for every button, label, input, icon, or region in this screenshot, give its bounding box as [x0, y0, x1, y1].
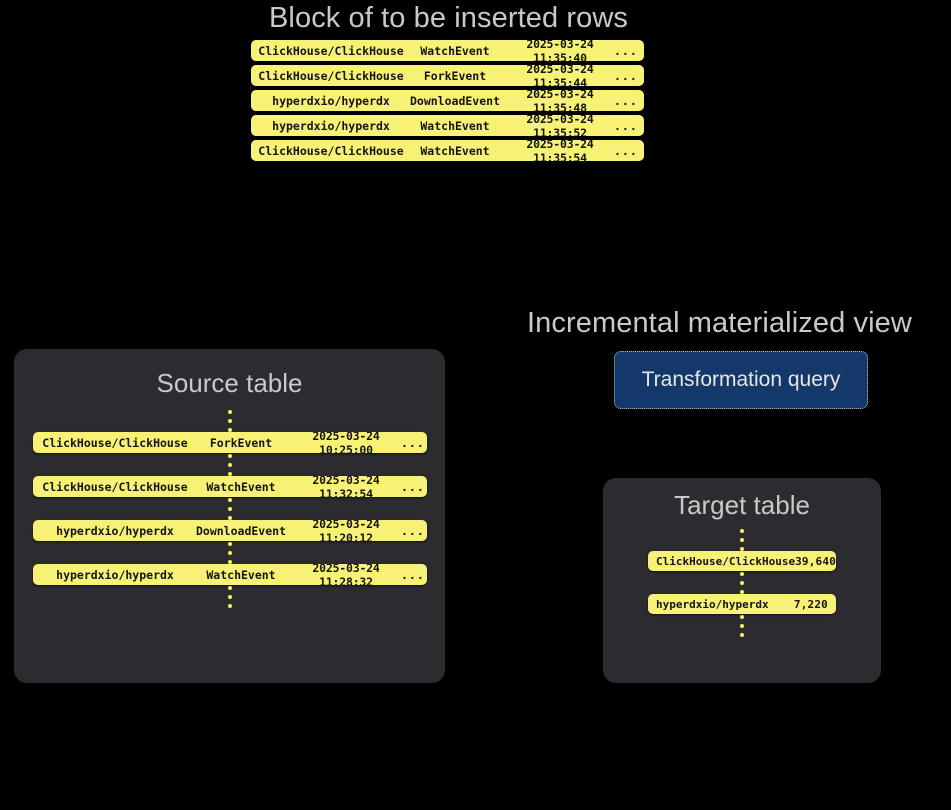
target-row-count: 39,640 [795, 554, 836, 568]
vertical-ellipsis-icon [33, 541, 427, 564]
block-row-event: WatchEvent [420, 143, 490, 158]
source-row-timestamp: 2025-03-24 11:32:54 [312, 476, 380, 497]
block-row-timestamp: 2025-03-24 11:35:48 [526, 90, 594, 111]
vertical-ellipsis-icon [33, 409, 427, 432]
block-of-rows-title: Block of to be inserted rows [268, 2, 629, 34]
block-row-4: ClickHouse/ClickHouse WatchEvent 2025-03… [251, 140, 644, 161]
source-row-repo: hyperdxio/hyperdx [56, 523, 174, 538]
block-row-timestamp: 2025-03-24 11:35:44 [526, 65, 594, 86]
target-row-0: ClickHouse/ClickHouse 39,640 [648, 551, 836, 571]
block-row-repo: hyperdxio/hyperdx [272, 93, 390, 108]
block-row-repo: hyperdxio/hyperdx [272, 118, 390, 133]
block-row-ellipsis: ... [614, 43, 638, 58]
block-row-timestamp: 2025-03-24 11:35:54 [526, 140, 594, 161]
block-row-repo: ClickHouse/ClickHouse [258, 68, 404, 83]
block-row-0: ClickHouse/ClickHouse WatchEvent 2025-03… [251, 40, 644, 61]
vertical-ellipsis-icon [33, 585, 427, 608]
source-table-rows: ClickHouse/ClickHouse ForkEvent 2025-03-… [33, 409, 427, 608]
source-row-repo: ClickHouse/ClickHouse [42, 435, 188, 450]
vertical-ellipsis-icon [648, 528, 836, 551]
source-table-panel: Source table ClickHouse/ClickHouse ForkE… [14, 349, 445, 683]
source-row-repo: ClickHouse/ClickHouse [42, 479, 188, 494]
block-row-timestamp: 2025-03-24 11:35:40 [526, 40, 594, 61]
source-row-ellipsis: ... [401, 567, 425, 582]
block-row-timestamp: 2025-03-24 11:35:52 [526, 115, 594, 136]
block-row-2: hyperdxio/hyperdx DownloadEvent 2025-03-… [251, 90, 644, 111]
block-row-ellipsis: ... [614, 68, 638, 83]
source-table-title: Source table [156, 368, 303, 398]
block-row-ellipsis: ... [614, 118, 638, 133]
source-row-timestamp: 2025-03-24 10:25:00 [312, 432, 380, 453]
incremental-materialized-view-title: Incremental materialized view [527, 307, 912, 339]
target-table-title: Target table [674, 490, 810, 520]
vertical-ellipsis-icon [648, 571, 836, 594]
source-row-timestamp: 2025-03-24 11:20:12 [312, 520, 380, 541]
target-table-rows: ClickHouse/ClickHouse 39,640 hyperdxio/h… [648, 528, 836, 637]
source-row-ellipsis: ... [401, 479, 425, 494]
block-of-rows-list: ClickHouse/ClickHouse WatchEvent 2025-03… [251, 40, 644, 165]
block-row-1: ClickHouse/ClickHouse ForkEvent 2025-03-… [251, 65, 644, 86]
block-row-ellipsis: ... [614, 143, 638, 158]
source-row-ellipsis: ... [401, 523, 425, 538]
source-row-timestamp: 2025-03-24 11:28:32 [312, 564, 380, 585]
transformation-query-box[interactable]: Transformation query [614, 351, 868, 409]
vertical-ellipsis-icon [33, 453, 427, 476]
target-row-count: 7,220 [793, 597, 828, 611]
target-table-panel: Target table ClickHouse/ClickHouse 39,64… [603, 478, 881, 683]
block-row-3: hyperdxio/hyperdx WatchEvent 2025-03-24 … [251, 115, 644, 136]
source-row-3: hyperdxio/hyperdx WatchEvent 2025-03-24 … [33, 564, 427, 585]
source-row-repo: hyperdxio/hyperdx [56, 567, 174, 582]
source-row-1: ClickHouse/ClickHouse WatchEvent 2025-03… [33, 476, 427, 497]
source-row-event: WatchEvent [206, 567, 276, 582]
block-row-event: WatchEvent [420, 43, 490, 58]
block-row-repo: ClickHouse/ClickHouse [258, 143, 404, 158]
source-row-event: WatchEvent [206, 479, 276, 494]
block-row-repo: ClickHouse/ClickHouse [258, 43, 404, 58]
source-row-2: hyperdxio/hyperdx DownloadEvent 2025-03-… [33, 520, 427, 541]
target-row-repo: hyperdxio/hyperdx [656, 597, 769, 611]
block-row-ellipsis: ... [614, 93, 638, 108]
vertical-ellipsis-icon [648, 614, 836, 637]
source-row-0: ClickHouse/ClickHouse ForkEvent 2025-03-… [33, 432, 427, 453]
source-row-event: DownloadEvent [195, 523, 286, 538]
target-row-1: hyperdxio/hyperdx 7,220 [648, 594, 836, 614]
block-row-event: DownloadEvent [409, 93, 500, 108]
block-row-event: WatchEvent [420, 118, 490, 133]
source-row-ellipsis: ... [401, 435, 425, 450]
vertical-ellipsis-icon [33, 497, 427, 520]
block-row-event: ForkEvent [423, 68, 487, 83]
source-row-event: ForkEvent [209, 435, 273, 450]
target-row-repo: ClickHouse/ClickHouse [656, 554, 796, 568]
